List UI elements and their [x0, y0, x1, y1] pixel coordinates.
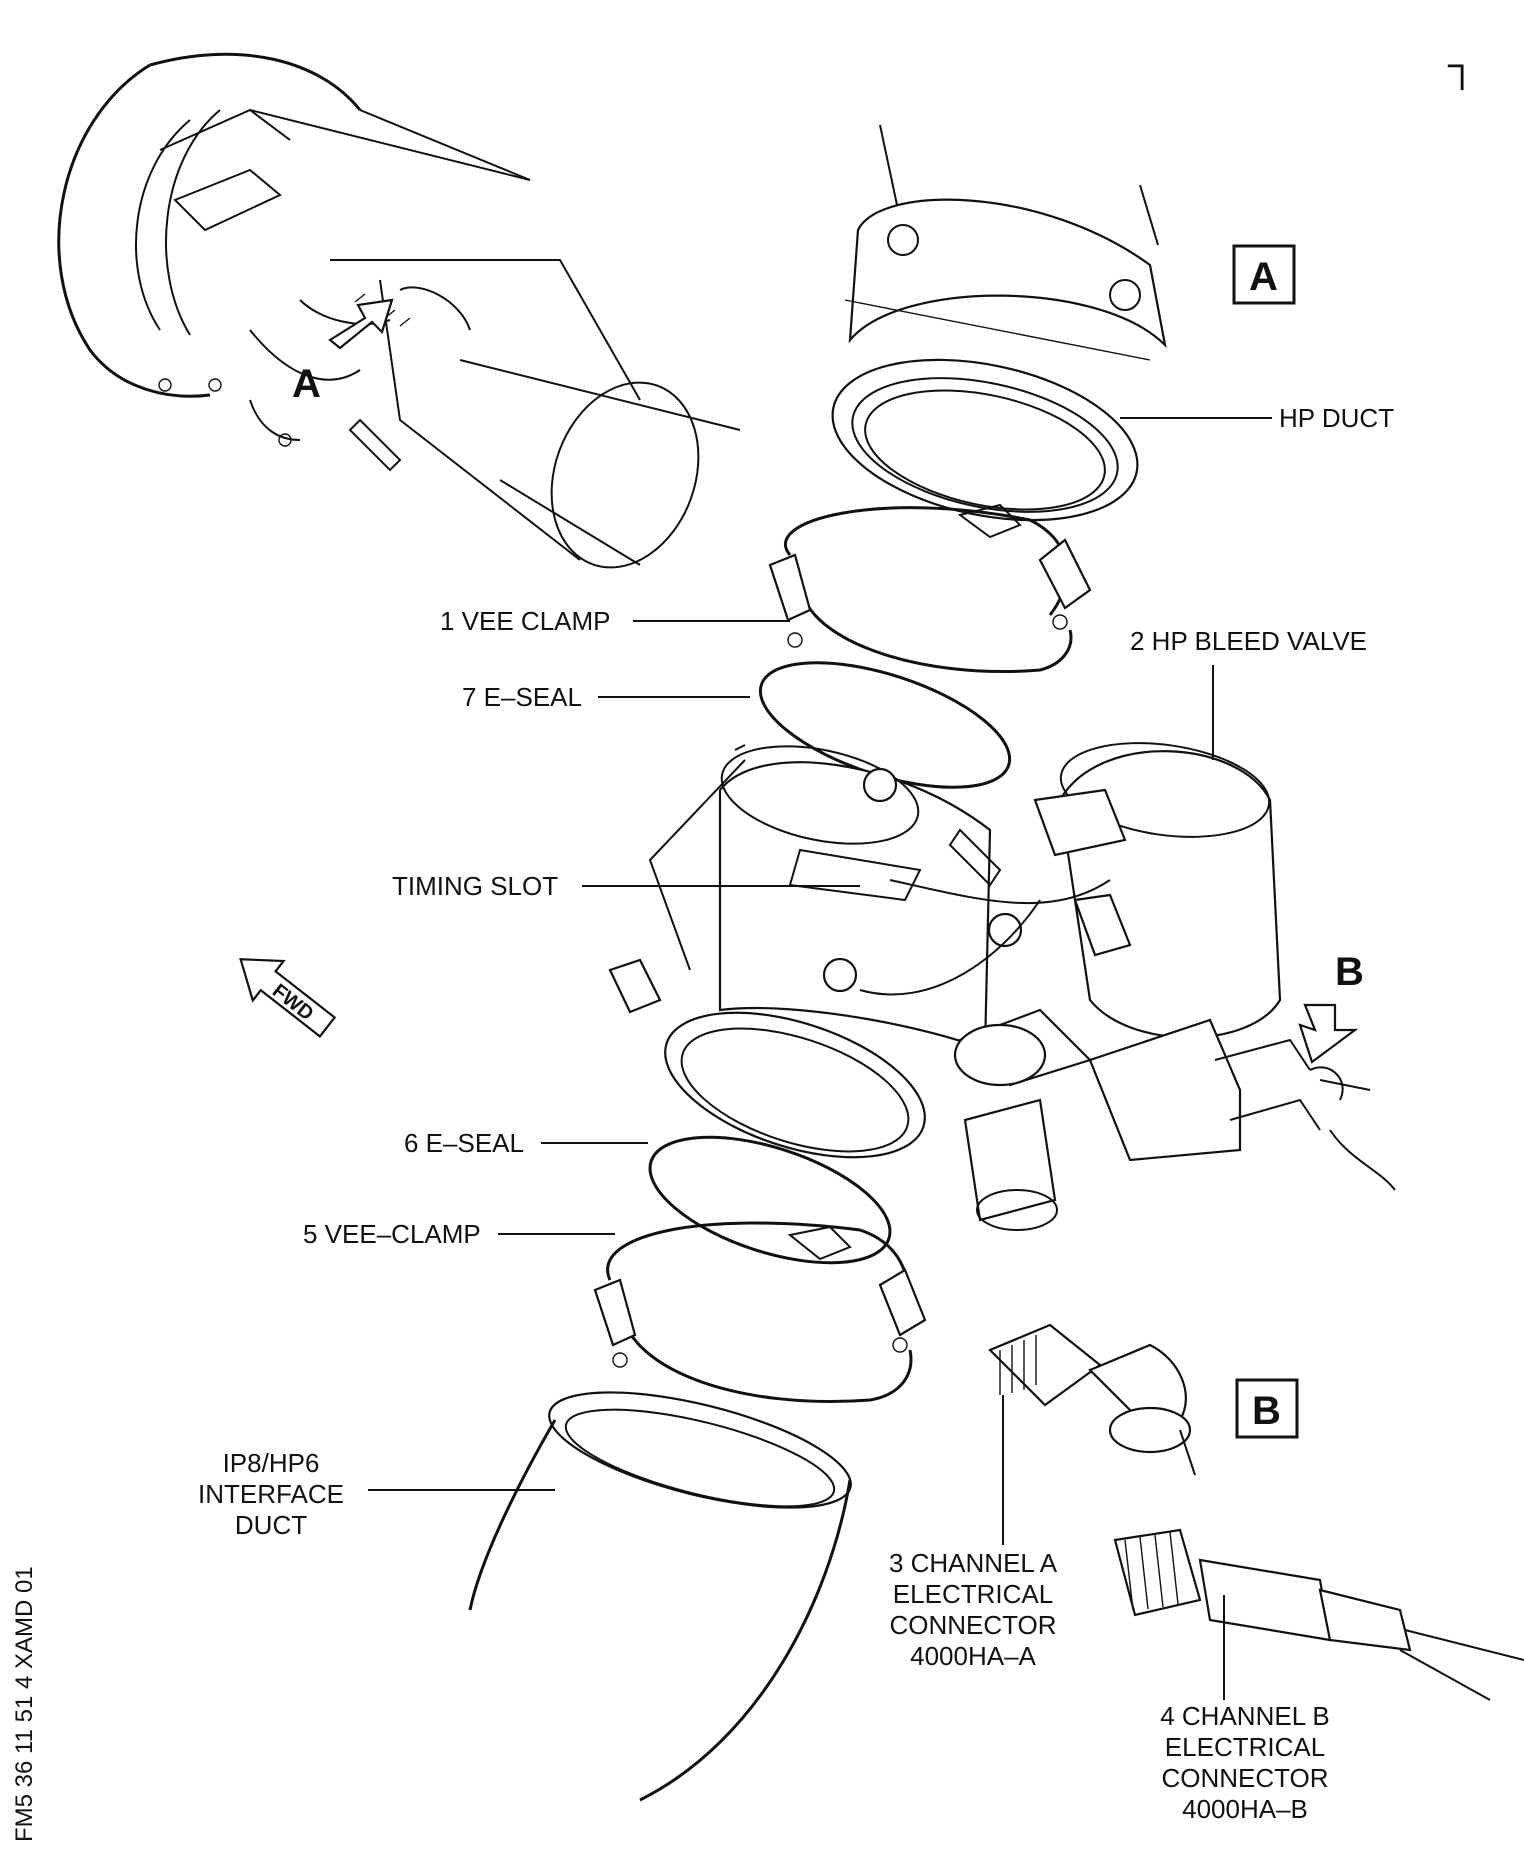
lower-flange-part — [664, 1011, 926, 1159]
view-b-arrow-label: B — [1335, 950, 1364, 994]
view-a-box — [1232, 244, 1296, 305]
interface-duct-part — [468, 1391, 852, 1802]
channel-a-label-line-2: ELECTRICAL — [893, 1579, 1053, 1609]
hp-duct-label: HP DUCT — [1279, 403, 1394, 433]
channel-b-label-line-4: 4000HA–B — [1182, 1794, 1308, 1824]
leader-lines — [368, 417, 1272, 1700]
channel-b-connector-part — [1113, 1528, 1524, 1701]
vee-clamp-5-label: 5 VEE–CLAMP — [303, 1219, 481, 1249]
interface-duct-label: IP8/HP6 INTERFACE DUCT — [198, 1448, 344, 1540]
view-a-box-label: A — [1249, 255, 1278, 299]
channel-a-label: 3 CHANNEL A ELECTRICAL CONNECTOR 4000HA–… — [889, 1548, 1058, 1671]
view-a-arrow — [328, 298, 394, 350]
hp-bleed-valve-label: 2 HP BLEED VALVE — [1130, 626, 1367, 656]
view-b-box-label: B — [1252, 1389, 1281, 1433]
channel-b-label-line-2: ELECTRICAL — [1165, 1732, 1325, 1762]
channel-b-label-line-3: CONNECTOR — [1161, 1763, 1328, 1793]
timing-slot-label: TIMING SLOT — [392, 871, 558, 901]
channel-a-label-line-4: 4000HA–A — [910, 1641, 1036, 1671]
lower-flange-inner-ring — [680, 1027, 910, 1153]
interface-duct-label-line-2: INTERFACE — [198, 1479, 344, 1509]
channel-a-connector-part — [988, 1323, 1196, 1476]
channel-a-label-line-1: 3 CHANNEL A — [889, 1548, 1058, 1578]
channel-b-label: 4 CHANNEL B ELECTRICAL CONNECTOR 4000HA–… — [1160, 1701, 1330, 1824]
view-b-box — [1235, 1378, 1299, 1439]
vee-clamp-5-part — [593, 1221, 927, 1404]
hp-bleed-valve-part — [608, 742, 1396, 1231]
view-a-arrow-label: A — [292, 362, 321, 406]
channel-a-label-line-3: CONNECTOR — [889, 1610, 1056, 1640]
fwd-arrow: FWD — [239, 958, 337, 1038]
vee-clamp-1-label: 1 VEE CLAMP — [440, 606, 611, 636]
interface-duct-label-line-1: IP8/HP6 — [223, 1448, 320, 1478]
interface-duct-label-line-3: DUCT — [235, 1510, 307, 1540]
hp-duct-part — [831, 124, 1167, 522]
engine-overview-illustration: A — [57, 52, 741, 569]
channel-b-label-line-1: 4 CHANNEL B — [1160, 1701, 1330, 1731]
corner-mark: ┐ — [1447, 43, 1476, 90]
e-seal-6-label: 6 E–SEAL — [404, 1128, 524, 1158]
vee-clamp-1-part — [768, 503, 1092, 674]
e-seal-6-part — [648, 1135, 892, 1265]
e-seal-7-label: 7 E–SEAL — [462, 682, 582, 712]
view-b-arrow — [1298, 1003, 1359, 1064]
figure-code: FM5 36 11 51 4 XAMD 01 — [11, 1566, 38, 1842]
